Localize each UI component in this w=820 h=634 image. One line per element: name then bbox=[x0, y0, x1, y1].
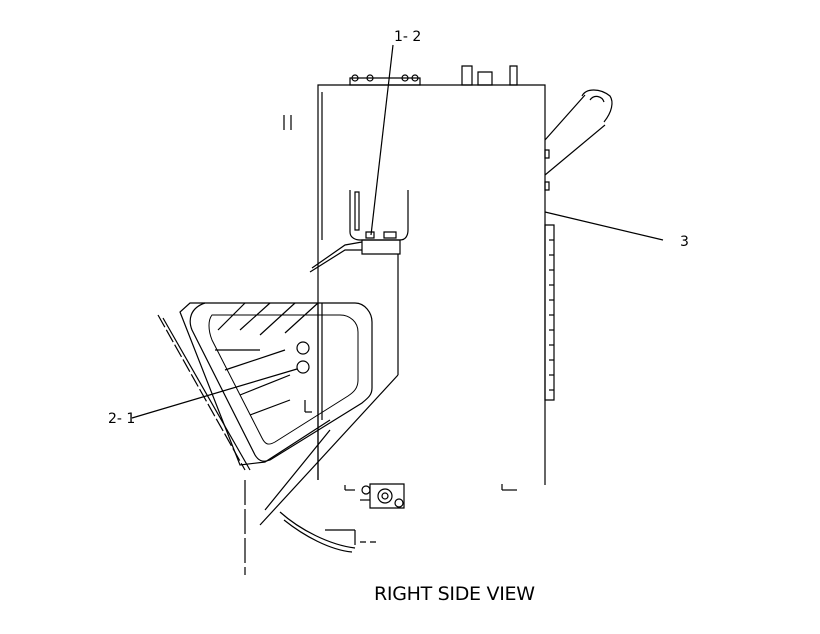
side-panel-strip bbox=[545, 225, 554, 400]
leader-lines bbox=[132, 45, 663, 418]
view-title: RIGHT SIDE VIEW bbox=[374, 583, 535, 605]
exhaust-pipe bbox=[545, 90, 612, 190]
filter-bracket bbox=[350, 190, 408, 375]
mount-bolts bbox=[297, 342, 309, 373]
hose-line bbox=[310, 242, 362, 272]
tick-mark bbox=[284, 115, 291, 130]
callout-1-2: 1- 2 bbox=[394, 29, 422, 45]
leader-3 bbox=[545, 212, 663, 240]
frame-structure bbox=[180, 303, 372, 480]
callout-3: 3 bbox=[680, 234, 689, 250]
top-fittings bbox=[350, 66, 517, 85]
callout-2-1: 2- 1 bbox=[108, 411, 136, 427]
pump-assembly bbox=[360, 484, 404, 508]
leader-1-2 bbox=[371, 45, 393, 235]
lower-rails bbox=[158, 315, 398, 575]
leader-2-1 bbox=[132, 369, 297, 418]
bottom-step bbox=[280, 484, 517, 552]
